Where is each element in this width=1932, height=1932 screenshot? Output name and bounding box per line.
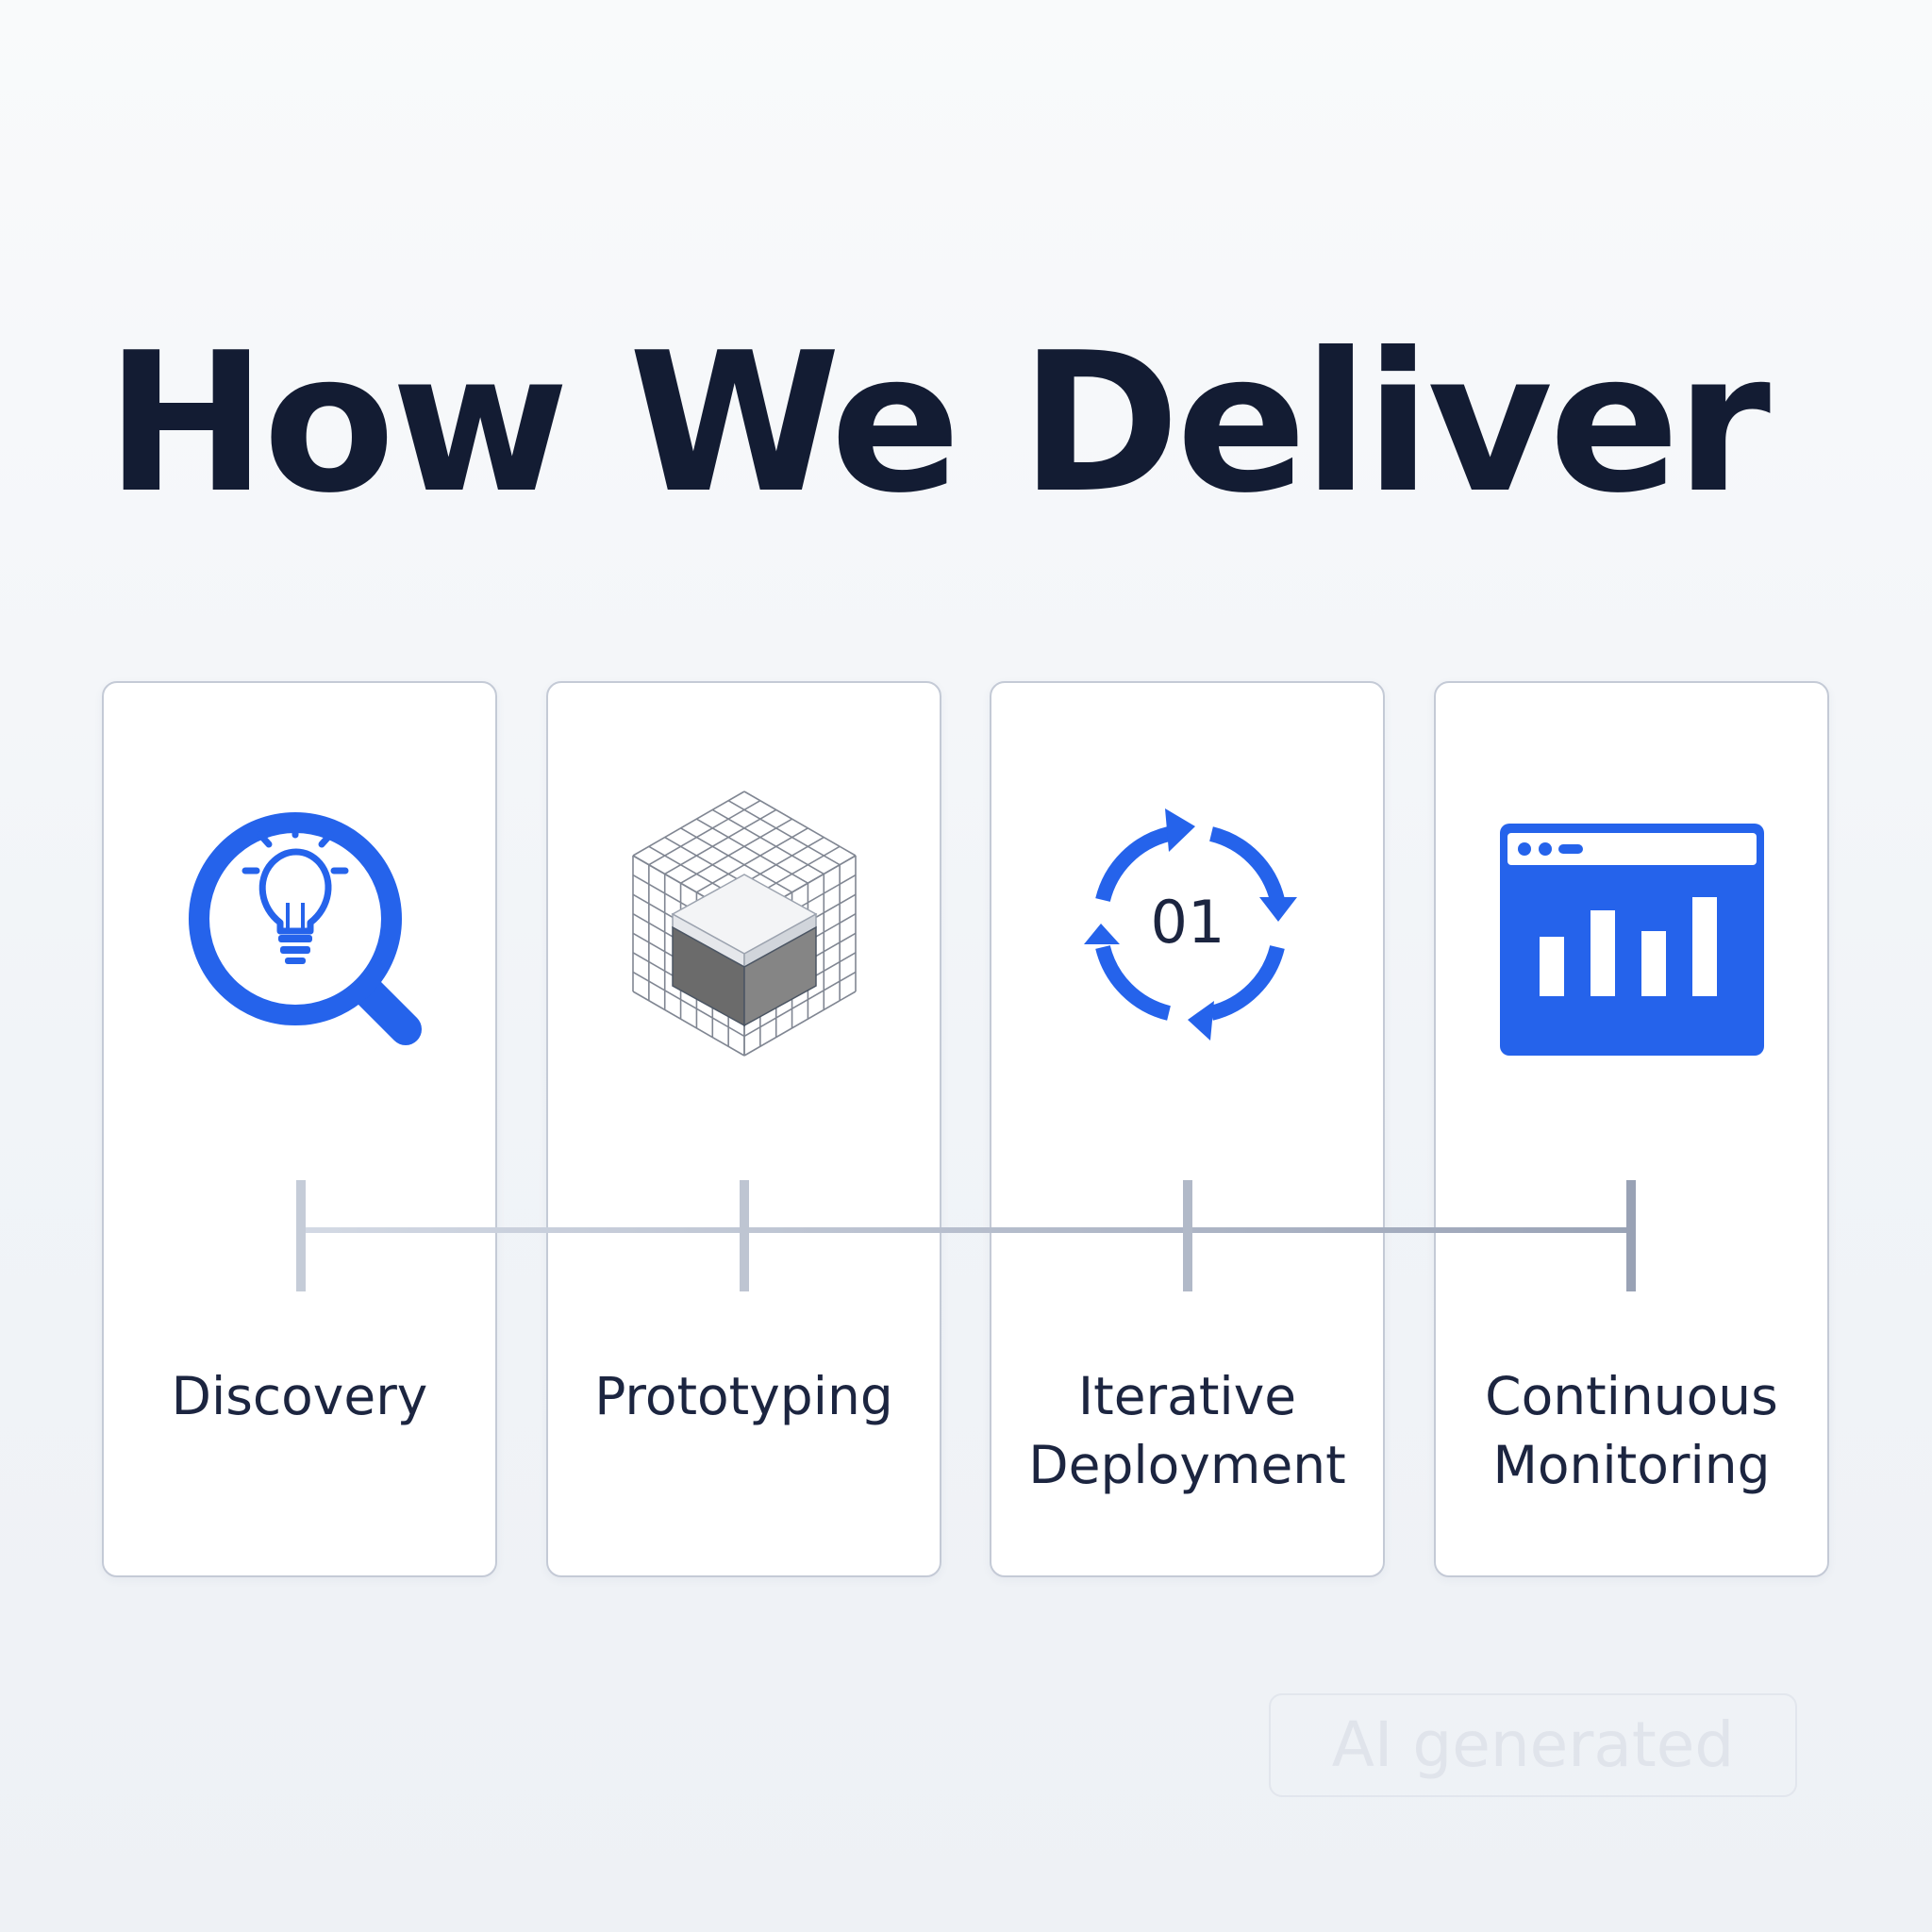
stage-card-iterative-deployment: 01 Iterative Deployment — [990, 681, 1385, 1577]
wireframe-cube-icon — [603, 782, 886, 1065]
watermark: AI generated — [1269, 1693, 1797, 1797]
page-title: How We Deliver — [106, 312, 1771, 536]
stage-label: Prototyping — [594, 1366, 893, 1426]
stage-card-discovery: Discovery — [102, 681, 497, 1577]
stage-card-prototyping: Prototyping — [546, 681, 941, 1577]
stage-label: Continuous Monitoring — [1485, 1366, 1778, 1495]
stage-label: Iterative Deployment — [1028, 1366, 1346, 1495]
stage-label: Discovery — [171, 1366, 428, 1426]
cycle-number: 01 — [1150, 888, 1224, 957]
magnifier-lightbulb-icon — [158, 782, 441, 1065]
cycle-arrows-icon: 01 — [1046, 782, 1329, 1065]
stage-card-continuous-monitoring: Continuous Monitoring — [1434, 681, 1829, 1577]
dashboard-chart-icon — [1491, 782, 1774, 1065]
timeline-line — [300, 1227, 1632, 1233]
